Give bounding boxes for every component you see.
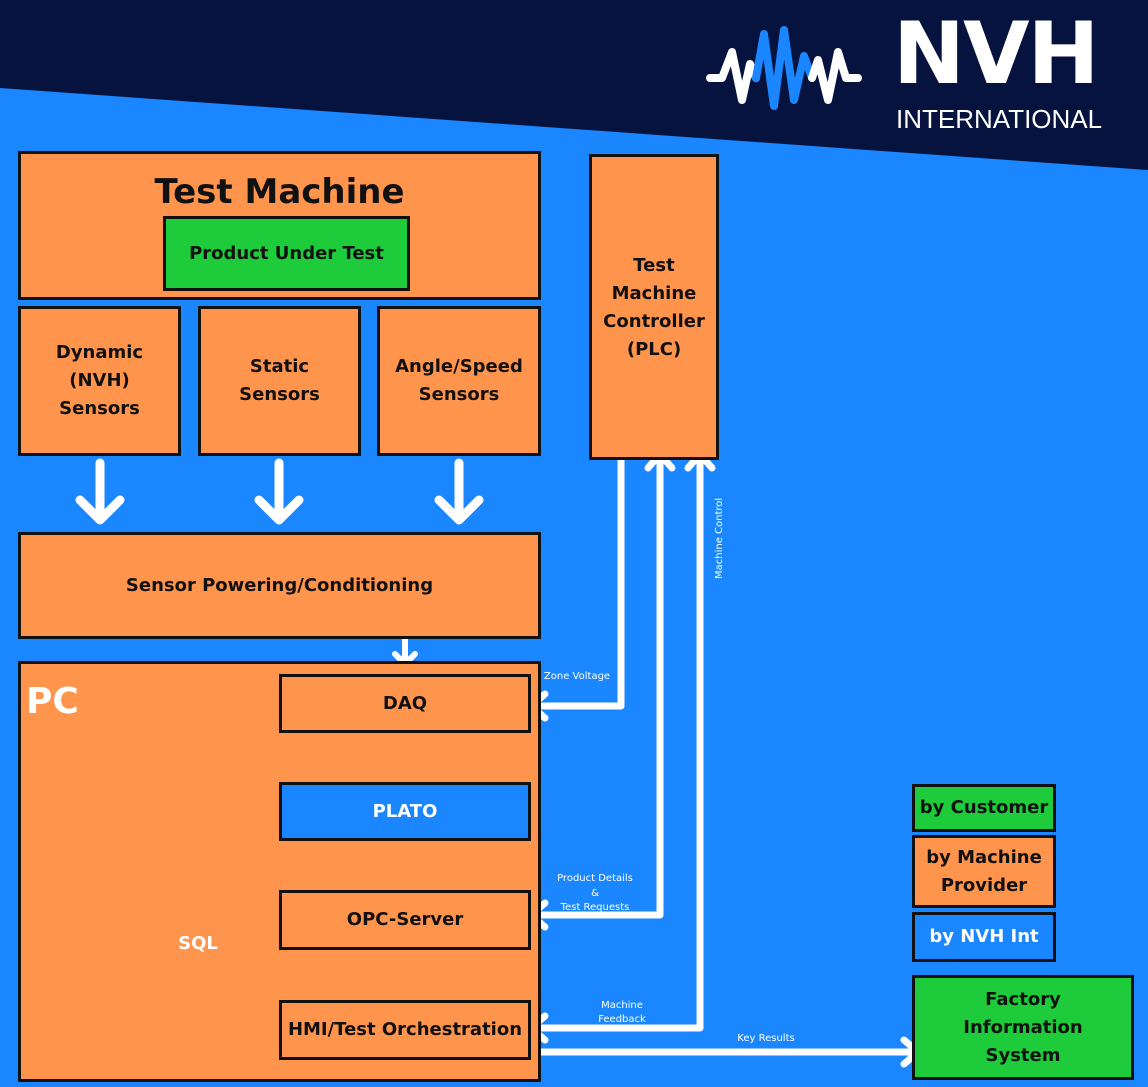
dynamic-sensors-box: Dynamic (NVH) Sensors — [18, 306, 181, 456]
sensor-down-arrows — [75, 458, 484, 525]
header-band — [0, 0, 1148, 170]
product-under-test-box: Product Under Test — [163, 216, 410, 291]
legend-machine-provider: by Machine Provider — [912, 835, 1056, 908]
pc-label: PC — [26, 681, 79, 722]
zone-voltage-label: Zone Voltage — [543, 671, 611, 682]
opc-server-box: OPC-Server — [279, 890, 531, 950]
static-sensors-box: Static Sensors — [198, 306, 361, 456]
legend-nvh-int: by NVH Int — [912, 912, 1056, 962]
test-machine-title: Test Machine — [154, 172, 405, 212]
brand-subtitle: INTERNATIONAL — [896, 104, 1103, 134]
key-results-label: Key Results — [737, 1033, 795, 1044]
plc-box: Test Machine Controller (PLC) — [589, 154, 719, 460]
machine-feedback-label-1: Machine — [601, 1000, 643, 1011]
brand-name: NVH — [893, 4, 1100, 104]
factory-information-box: Factory Information System — [912, 975, 1134, 1080]
legend-customer: by Customer — [912, 784, 1056, 832]
daq-box: DAQ — [279, 674, 531, 733]
plato-box: PLATO — [279, 782, 531, 841]
test-requests-label: Test Requests — [560, 902, 630, 913]
sensor-conditioning-box: Sensor Powering/Conditioning — [18, 532, 541, 639]
ampersand-label: & — [591, 888, 599, 899]
machine-control-label: Machine Control — [714, 497, 725, 579]
waveform-logo-icon — [706, 26, 862, 110]
product-details-label: Product Details — [557, 873, 633, 884]
machine-feedback-label-2: Feedback — [598, 1014, 646, 1025]
hmi-box: HMI/Test Orchestration — [279, 1000, 531, 1060]
angle-speed-sensors-box: Angle/Speed Sensors — [377, 306, 541, 456]
sql-label: SQL — [178, 933, 218, 954]
